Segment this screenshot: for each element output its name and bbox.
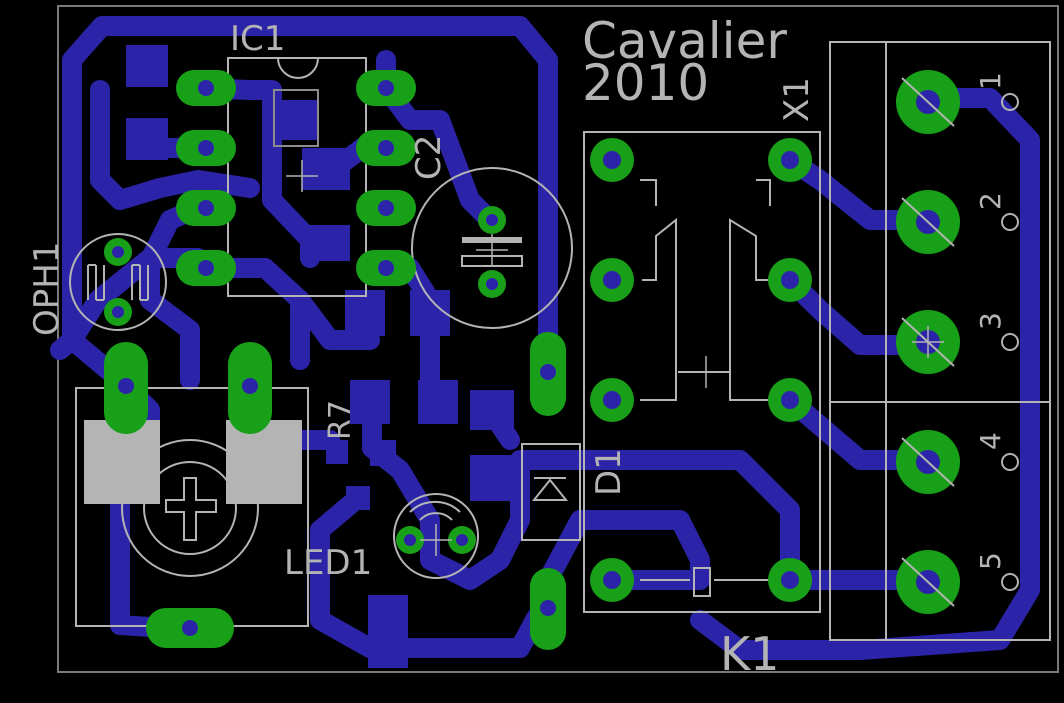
label-r7: R7 [323, 400, 358, 440]
trimmer-silk-fill [84, 420, 302, 504]
label-oph1: OPH1 [27, 242, 67, 336]
label-led1: LED1 [284, 543, 372, 583]
label-k1: K1 [720, 627, 779, 681]
terminal-slashes [901, 77, 955, 607]
tht-pads [104, 70, 960, 650]
terminal-number-3: 3 [974, 312, 1007, 330]
label-x1: X1 [777, 77, 817, 122]
label-ic1: IC1 [230, 19, 285, 59]
label-d1: D1 [589, 448, 629, 496]
terminal-number-5: 5 [974, 552, 1007, 570]
label-c2: C2 [409, 135, 449, 180]
title-line-2: 2010 [582, 54, 709, 112]
terminal-number-4: 4 [974, 432, 1007, 450]
silkscreen [69, 41, 1051, 641]
smd-pads [126, 45, 514, 668]
terminal-number-2: 2 [974, 192, 1007, 210]
title-line-1: Cavalier [582, 12, 787, 70]
terminal-number-1: 1 [974, 72, 1007, 90]
origin-crosses [286, 160, 944, 556]
